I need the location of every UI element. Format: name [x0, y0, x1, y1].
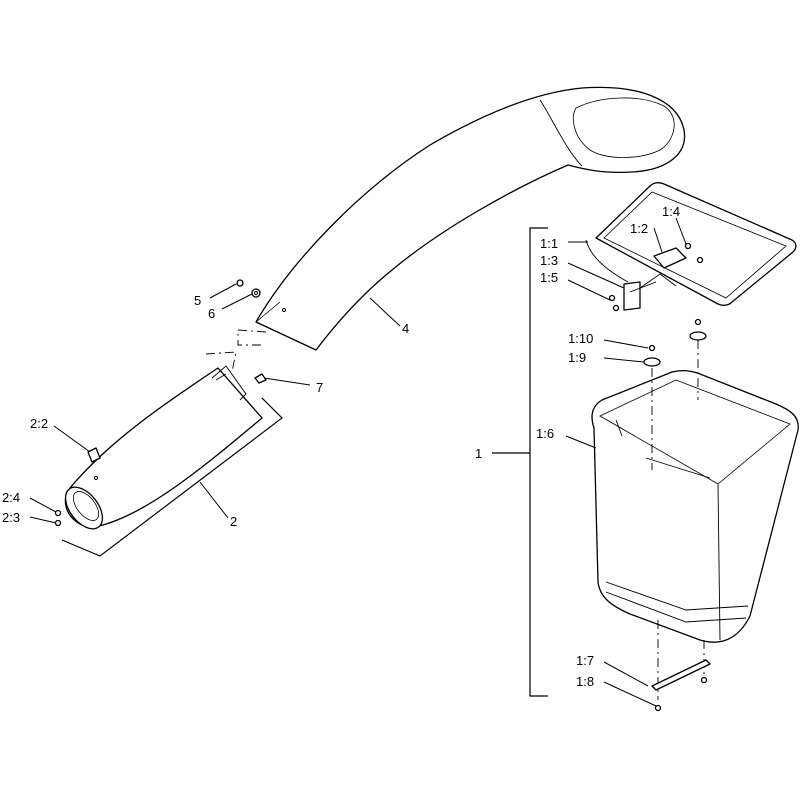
tube-hardware: [236, 279, 267, 384]
callout-1-1: 1:1: [540, 236, 558, 251]
leader-lines: [29, 217, 687, 707]
callout-6: 6: [208, 306, 215, 321]
callout-2-4: 2:4: [2, 490, 20, 505]
chute-end-hardware: [54, 509, 62, 527]
callout-7: 7: [316, 380, 323, 395]
group-bracket-1: [529, 227, 548, 697]
callout-1-6: 1:6: [536, 426, 554, 441]
upper-discharge-tube: [255, 86, 686, 351]
lower-discharge-chute: [64, 365, 263, 530]
callout-1-8: 1:8: [576, 674, 594, 689]
collection-bag: [591, 370, 799, 643]
callout-1-2: 1:2: [630, 221, 648, 236]
callout-4: 4: [402, 321, 409, 336]
bag-washers: [643, 318, 707, 367]
callout-labels: 5 6 4 7 2:2 2:4 2:3 2 1:1 1:2 1:4 1:3 1:…: [2, 204, 680, 689]
callout-1-7: 1:7: [576, 653, 594, 668]
callout-2-2: 2:2: [30, 416, 48, 431]
callout-1-5: 1:5: [540, 270, 558, 285]
callout-5: 5: [194, 293, 201, 308]
callout-2-3: 2:3: [2, 510, 20, 525]
alignment-line-tube: [237, 329, 267, 346]
group-bracket-2: [61, 397, 283, 557]
bottom-strap: [651, 659, 711, 712]
bag-frame: [585, 182, 797, 312]
callout-2: 2: [230, 514, 237, 529]
alignment-line-chute: [205, 351, 237, 373]
callout-1-10: 1:10: [568, 331, 593, 346]
callout-1-4: 1:4: [662, 204, 680, 219]
callout-1: 1: [475, 446, 482, 461]
callout-1-9: 1:9: [568, 350, 586, 365]
callout-1-3: 1:3: [540, 253, 558, 268]
